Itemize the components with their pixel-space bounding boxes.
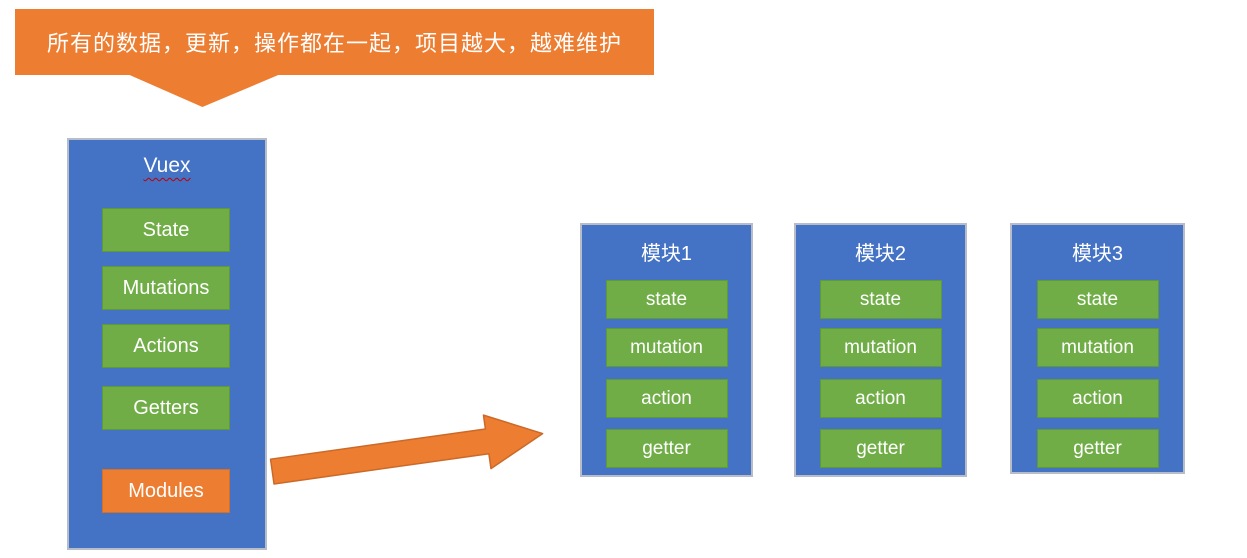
vuex-item-mutations: Mutations bbox=[102, 266, 230, 310]
vuex-item-actions-label: Actions bbox=[133, 334, 199, 357]
module-3-item-getter: getter bbox=[1036, 429, 1159, 468]
module-3-item-mutation-label: mutation bbox=[1061, 336, 1134, 358]
module-1-item-getter: getter bbox=[605, 429, 728, 468]
module-2-item-action-label: action bbox=[855, 387, 906, 409]
module-3-item-action: action bbox=[1036, 379, 1159, 418]
vuex-panel-title: Vuex bbox=[143, 154, 191, 177]
module-1-title: 模块1 bbox=[640, 243, 693, 265]
vuex-item-getters-label: Getters bbox=[133, 396, 199, 419]
vuex-item-getters: Getters bbox=[102, 386, 230, 430]
module-3-item-mutation: mutation bbox=[1036, 328, 1159, 367]
module-1-item-state: state bbox=[605, 280, 728, 319]
vuex-item-modules: Modules bbox=[102, 469, 230, 513]
vuex-item-state-label: State bbox=[142, 218, 190, 241]
module-2-item-action: action bbox=[819, 379, 942, 418]
module-2-title: 模块2 bbox=[854, 243, 907, 265]
vuex-item-modules-label: Modules bbox=[128, 479, 204, 502]
module-2-item-getter: getter bbox=[819, 429, 942, 468]
module-1-item-action: action bbox=[605, 379, 728, 418]
module-3-title: 模块3 bbox=[1071, 243, 1124, 265]
module-1-item-mutation: mutation bbox=[605, 328, 728, 367]
module-2-panel: 模块2 state mutation action getter bbox=[794, 223, 967, 477]
module-2-item-mutation-label: mutation bbox=[844, 336, 917, 358]
vuex-item-state: State bbox=[102, 208, 230, 252]
module-1-item-getter-label: getter bbox=[642, 437, 691, 459]
callout-pointer-down-icon bbox=[125, 73, 283, 107]
module-2-item-state-label: state bbox=[859, 288, 902, 310]
callout-text: 所有的数据，更新，操作都在一起，项目越大，越难维护 bbox=[46, 31, 622, 56]
module-1-item-state-label: state bbox=[645, 288, 688, 310]
module-2-item-state: state bbox=[819, 280, 942, 319]
module-3-panel: 模块3 state mutation action getter bbox=[1010, 223, 1185, 474]
module-3-item-state: state bbox=[1036, 280, 1159, 319]
module-1-item-action-label: action bbox=[641, 387, 692, 409]
module-1-item-mutation-label: mutation bbox=[630, 336, 703, 358]
module-1-panel: 模块1 state mutation action getter bbox=[580, 223, 753, 477]
vuex-item-actions: Actions bbox=[102, 324, 230, 368]
module-3-item-state-label: state bbox=[1076, 288, 1119, 310]
module-2-item-getter-label: getter bbox=[856, 437, 905, 459]
callout-bubble: 所有的数据，更新，操作都在一起，项目越大，越难维护 bbox=[15, 9, 654, 75]
vuex-panel: Vuex State Mutations Actions Getters Mod… bbox=[67, 138, 267, 550]
vuex-item-mutations-label: Mutations bbox=[122, 276, 210, 299]
module-2-item-mutation: mutation bbox=[819, 328, 942, 367]
module-3-item-action-label: action bbox=[1072, 387, 1123, 409]
right-arrow-icon bbox=[269, 414, 544, 485]
module-3-item-getter-label: getter bbox=[1073, 437, 1122, 459]
